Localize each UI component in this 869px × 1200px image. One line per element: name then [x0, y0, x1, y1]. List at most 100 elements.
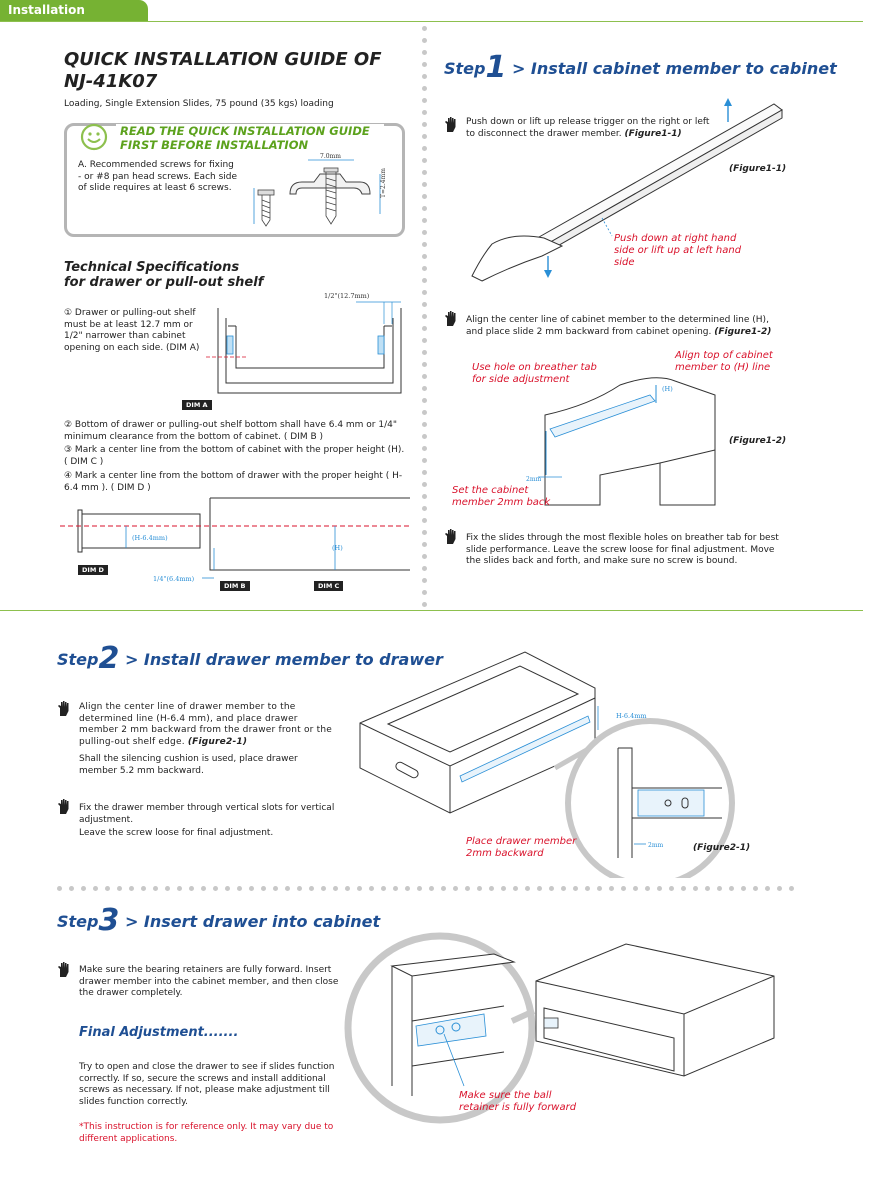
divider-dot — [309, 886, 314, 891]
step1-instr3: Fix the slides through the most flexible… — [466, 533, 779, 566]
divider-dot — [422, 62, 427, 67]
divider-dot — [422, 254, 427, 259]
dim-a-tag: DIM A — [182, 400, 212, 410]
divider-dot — [357, 886, 362, 891]
divider-dot — [489, 886, 494, 891]
divider-dot — [249, 886, 254, 891]
divider-dot — [422, 434, 427, 439]
divider-dot — [453, 886, 458, 891]
figure-1-2-caption: (Figure1-2) — [729, 436, 787, 446]
divider-dot — [422, 386, 427, 391]
divider-dot — [422, 158, 427, 163]
quarter-label: 1/4"(6.4mm) — [153, 575, 195, 583]
guide-subtitle: Loading, Single Extension Slides, 75 pou… — [64, 99, 334, 109]
middle-divider — [0, 610, 863, 611]
divider-dot — [669, 886, 674, 891]
divider-dot — [717, 886, 722, 891]
step1-label: Step — [444, 59, 486, 78]
divider-dot — [422, 206, 427, 211]
hand-icon — [445, 117, 456, 132]
divider-dot — [422, 542, 427, 547]
divider-dot — [165, 886, 170, 891]
step2-instr2: Fix the drawer member through vertical s… — [79, 803, 335, 825]
divider-dot — [422, 590, 427, 595]
step3-heading: Step3 > Insert drawer into cabinet — [57, 903, 380, 938]
divider-dot — [57, 886, 62, 891]
hand-icon — [445, 529, 456, 544]
divider-dot — [513, 886, 518, 891]
dim-c-tag: DIM C — [314, 581, 344, 591]
divider-dot — [729, 886, 734, 891]
divider-dot — [117, 886, 122, 891]
divider-dot — [422, 470, 427, 475]
tech-heading: Technical Specifications for drawer or p… — [64, 260, 263, 290]
divider-dot — [422, 134, 427, 139]
divider-dot — [633, 886, 638, 891]
divider-dot — [777, 886, 782, 891]
divider-dot — [422, 446, 427, 451]
divider-dot — [393, 886, 398, 891]
divider-dot — [422, 194, 427, 199]
divider-dot — [141, 886, 146, 891]
top-divider — [0, 21, 863, 22]
divider-dot — [177, 886, 182, 891]
screw-dim-side: T=2.4mm — [380, 168, 387, 198]
divider-dot — [441, 886, 446, 891]
step2-instr2b: Leave the screw loose for final adjustme… — [79, 828, 274, 838]
divider-dot — [573, 886, 578, 891]
divider-dot — [645, 886, 650, 891]
tech-heading-line2: for drawer or pull-out shelf — [64, 275, 264, 290]
vertical-dotted-divider — [422, 26, 428, 608]
divider-dot — [422, 422, 427, 427]
divider-dot — [381, 886, 386, 891]
divider-dot — [422, 110, 427, 115]
screws-text: A. Recommended screws for fixing - or #8… — [78, 160, 238, 193]
h64-label: (H-6.4mm) — [132, 534, 168, 542]
step1-instr2-text: Align the center line of cabinet member … — [466, 315, 769, 337]
figure-2-1-note: Place drawer member 2mm backward — [466, 836, 577, 859]
step2-heading: Step2 > Install drawer member to drawer — [57, 641, 443, 676]
divider-dot — [429, 886, 434, 891]
divider-dot — [422, 218, 427, 223]
disclaimer: *This instruction is for reference only.… — [79, 1122, 334, 1144]
figure-2-1: H-6.4mm 2mm — [359, 651, 735, 878]
step1-instr1-text: Push down or lift up release trigger on … — [466, 117, 710, 139]
divider-dot — [422, 230, 427, 235]
figure-1-2-note-bottom: Set the cabinet member 2mm back — [452, 485, 551, 508]
figure-1-1-note: Push down at right hand side or lift up … — [614, 233, 742, 268]
divider-dot — [422, 314, 427, 319]
step2-instr1-text: Align the center line of drawer member t… — [79, 702, 332, 747]
divider-dot — [681, 886, 686, 891]
divider-dot — [297, 886, 302, 891]
divider-dot — [422, 518, 427, 523]
divider-dot — [501, 886, 506, 891]
divider-dot — [422, 566, 427, 571]
dim-a-diagram: 1/2"(12.7mm) — [206, 292, 402, 394]
dim-d-tag: DIM D — [78, 565, 108, 575]
tech-item-4: ④ Mark a center line from the bottom of … — [64, 471, 403, 493]
divider-dot — [422, 26, 427, 31]
smiley-icon — [80, 123, 108, 151]
figure-2-1-caption: (Figure2-1) — [693, 843, 751, 853]
figure-1-2: (H) 2mm — [526, 377, 716, 506]
divider-dot — [417, 886, 422, 891]
divider-dot — [213, 886, 218, 891]
divider-dot — [422, 170, 427, 175]
figure-1-1-caption: (Figure1-1) — [729, 164, 787, 174]
guide-title-line2: NJ-41K07 — [64, 71, 158, 92]
divider-dot — [465, 886, 470, 891]
divider-dot — [549, 886, 554, 891]
divider-dot — [422, 302, 427, 307]
step3-title: > Insert drawer into cabinet — [124, 912, 381, 931]
divider-dot — [422, 602, 427, 607]
divider-dot — [422, 266, 427, 271]
figure-1-2-note-left: Use hole on breather tab for side adjust… — [472, 362, 597, 385]
step2-title: > Install drawer member to drawer — [124, 650, 443, 669]
divider-dot — [422, 146, 427, 151]
divider-dot — [609, 886, 614, 891]
hand-icon — [58, 701, 69, 716]
divider-dot — [81, 886, 86, 891]
figure-1-1 — [471, 98, 783, 282]
divider-dot — [477, 886, 482, 891]
divider-dot — [422, 554, 427, 559]
